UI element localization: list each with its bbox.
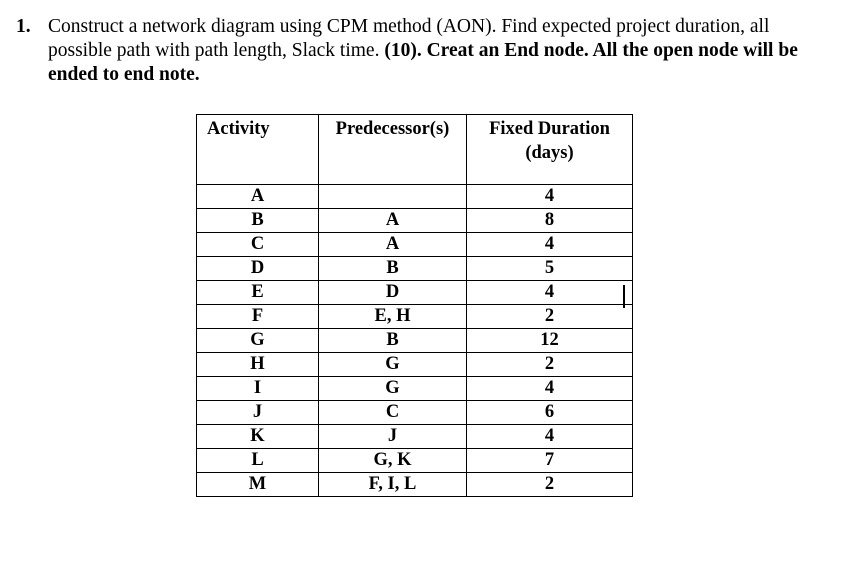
cell-activity: K [196, 424, 319, 449]
cell-predecessors: G [318, 352, 467, 377]
cell-duration: 4 [466, 232, 633, 257]
table-header-row: Activity Predecessor(s) Fixed Duration(d… [196, 114, 633, 185]
header-predecessors: Predecessor(s) [318, 114, 467, 185]
header-duration-label: Fixed Duration(days) [489, 119, 610, 163]
cell-duration: 7 [466, 448, 633, 473]
cell-predecessors: J [318, 424, 467, 449]
cell-predecessors [318, 184, 467, 209]
cell-predecessors: A [318, 232, 467, 257]
question-instructions: Construct a network diagram using CPM me… [48, 16, 770, 61]
cell-predecessors: B [318, 256, 467, 281]
cell-activity: B [196, 208, 319, 233]
cell-duration: 6 [466, 400, 633, 425]
header-activity: Activity [196, 114, 319, 185]
cell-activity: I [196, 376, 319, 401]
cell-predecessors: E, H [318, 304, 467, 329]
question-number: 1. [16, 16, 31, 37]
cell-duration: 4 [466, 376, 633, 401]
cell-predecessors: C [318, 400, 467, 425]
cell-activity: E [196, 280, 319, 305]
cell-predecessors: G, K [318, 448, 467, 473]
cell-activity: M [196, 472, 319, 497]
cell-duration: 12 [466, 328, 633, 353]
cell-duration: 8 [466, 208, 633, 233]
activity-table: Activity Predecessor(s) Fixed Duration(d… [196, 114, 633, 497]
cell-predecessors: D [318, 280, 467, 305]
cell-duration: 4 [466, 280, 633, 305]
cell-activity: J [196, 400, 319, 425]
header-duration: Fixed Duration(days) [466, 114, 633, 185]
cell-duration: 5 [466, 256, 633, 281]
cell-activity: A [196, 184, 319, 209]
question-bold-note: (10). Creat an End node. All the open no… [48, 40, 798, 85]
cell-predecessors: F, I, L [318, 472, 467, 497]
text-cursor [623, 285, 625, 308]
cell-activity: G [196, 328, 319, 353]
cell-predecessors: A [318, 208, 467, 233]
cell-duration: 4 [466, 184, 633, 209]
cell-duration: 2 [466, 352, 633, 377]
cell-predecessors: B [318, 328, 467, 353]
cell-activity: D [196, 256, 319, 281]
cell-activity: H [196, 352, 319, 377]
cell-duration: 2 [466, 472, 633, 497]
question-text: Construct a network diagram using CPM me… [48, 15, 838, 87]
cell-activity: F [196, 304, 319, 329]
cell-duration: 4 [466, 424, 633, 449]
cell-duration: 2 [466, 304, 633, 329]
cell-predecessors: G [318, 376, 467, 401]
cell-activity: L [196, 448, 319, 473]
cell-activity: C [196, 232, 319, 257]
